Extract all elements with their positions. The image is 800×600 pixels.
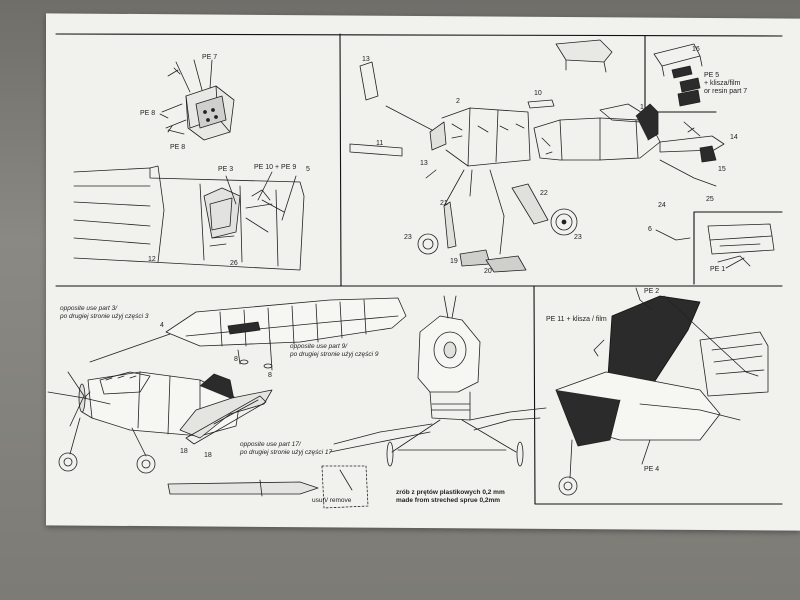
label-pe7: PE 7 <box>202 54 218 61</box>
label-pe3: PE 3 <box>218 166 234 173</box>
label-10: 10 <box>534 90 542 97</box>
label-pe8-a: PE 8 <box>140 110 156 117</box>
pe1-detail-drawing <box>655 223 775 269</box>
label-13-a: 13 <box>362 56 370 63</box>
label-19: 19 <box>450 258 458 265</box>
label-25: 25 <box>706 196 714 203</box>
front-view-drawing <box>329 295 547 467</box>
label-pe4: PE 4 <box>644 466 660 473</box>
label-sprue-en: made from streched sprue 0,2mm <box>396 497 501 504</box>
label-opposite-part9-en: opposite use part 9/ <box>290 343 348 350</box>
label-21: 21 <box>440 200 448 207</box>
label-12: 12 <box>148 256 156 263</box>
label-opposite-part17-pl: po drugiej stronie użyj części 17 <box>240 449 333 456</box>
label-24: 24 <box>658 202 666 209</box>
label-14: 14 <box>730 134 738 141</box>
label-klisza-film: + klisza/film <box>704 80 741 87</box>
label-opposite-part17-en: opposite use part 17/ <box>240 441 301 448</box>
label-opposite-part3-pl: po drugiej stronie użyj części 3 <box>60 313 149 320</box>
label-26: 26 <box>230 260 238 267</box>
label-23-b: 23 <box>574 234 582 241</box>
label-8-b: 8 <box>268 372 272 379</box>
label-4: 4 <box>160 322 164 329</box>
wing-exploded-drawing <box>89 297 407 371</box>
label-resin-part7: or resin part 7 <box>704 88 748 95</box>
label-1: 1 <box>640 104 644 111</box>
airplane-iso-drawing <box>47 371 273 474</box>
label-pe1: PE 1 <box>710 266 726 273</box>
label-20: 20 <box>484 268 492 275</box>
label-8-a: 8 <box>234 356 238 363</box>
label-pe10-pe9: PE 10 + PE 9 <box>254 164 297 171</box>
label-22: 22 <box>540 190 548 197</box>
fuselage-assembly-drawing <box>349 39 725 273</box>
label-remove: usuń/ remove <box>312 497 352 504</box>
remove-part-drawing <box>167 465 369 509</box>
fuselage-interior-drawing <box>73 165 305 271</box>
label-15: 15 <box>718 166 726 173</box>
label-opposite-part3-en: opposite use part 3/ <box>60 305 118 312</box>
label-pe8-b: PE 8 <box>170 144 186 151</box>
label-11: 11 <box>376 140 384 147</box>
label-18-a: 18 <box>180 448 188 455</box>
label-18-b: 18 <box>204 452 212 459</box>
label-16: 16 <box>692 46 700 53</box>
canopy-detail-drawing <box>653 43 703 107</box>
label-23-a: 23 <box>404 234 412 241</box>
label-6: 6 <box>648 226 652 233</box>
wing-pe-drawing <box>555 287 769 496</box>
label-opposite-part9-pl: po drugiej stronie użyj części 9 <box>290 351 379 358</box>
label-pe11-film: PE 11 + klisza / film <box>546 316 607 323</box>
label-2: 2 <box>456 98 460 105</box>
label-sprue-pl: zrób z prętów plastikowych 0,2 mm <box>396 489 505 496</box>
label-13-b: 13 <box>420 160 428 167</box>
seat-assembly-drawing <box>159 59 235 141</box>
label-5: 5 <box>306 166 310 173</box>
label-pe5: PE 5 <box>704 72 720 79</box>
label-pe2: PE 2 <box>644 288 660 295</box>
